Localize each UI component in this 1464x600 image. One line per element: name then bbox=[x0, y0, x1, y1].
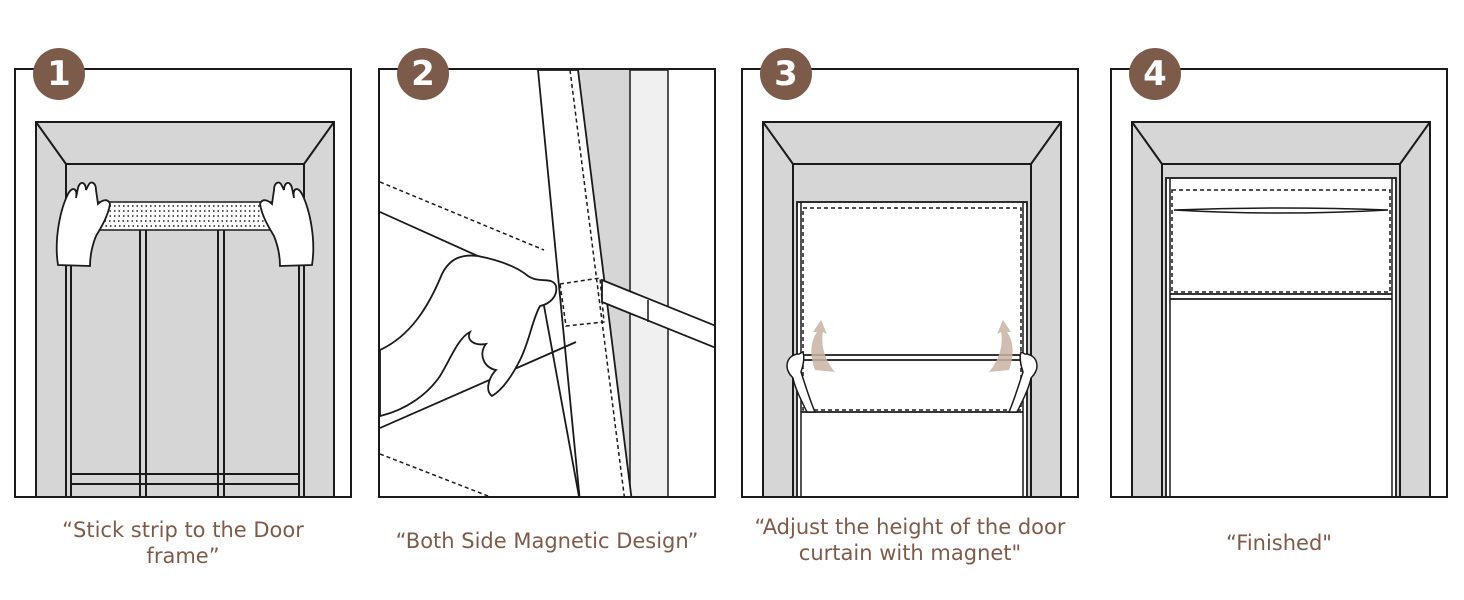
left-hand-icon bbox=[786, 350, 817, 413]
step-3-panel bbox=[741, 68, 1079, 498]
step-2-caption-line-1: “Both Side Magnetic Design” bbox=[395, 529, 699, 553]
hand-icon bbox=[380, 254, 558, 417]
step-1-caption-line-1: “Stick strip to the Door bbox=[62, 518, 304, 542]
step-3-caption-line-1: “Adjust the height of the door bbox=[754, 515, 1066, 539]
step-2-panel bbox=[378, 68, 716, 498]
step-3-illustration bbox=[762, 121, 1062, 496]
lift-arrow-left-icon bbox=[811, 320, 835, 372]
step-1-panel bbox=[14, 68, 352, 498]
step-2-badge: 2 bbox=[397, 48, 449, 100]
step-4-caption-line-1: “Finished" bbox=[1226, 531, 1332, 555]
step-4-panel bbox=[1110, 68, 1448, 498]
step-3-caption-line-2: curtain with magnet" bbox=[798, 541, 1022, 565]
right-hand-icon bbox=[259, 181, 315, 267]
left-hand-icon bbox=[55, 181, 111, 267]
right-hand-icon bbox=[1007, 350, 1038, 413]
step-1-caption-line-2: frame” bbox=[146, 544, 220, 568]
step-1-illustration bbox=[35, 121, 335, 496]
lift-arrow-right-icon bbox=[989, 320, 1013, 372]
step-1-badge: 1 bbox=[33, 48, 85, 100]
step-1-caption: “Stick strip to the Door frame” bbox=[14, 517, 352, 569]
step-3-caption: “Adjust the height of the door curtain w… bbox=[741, 514, 1079, 566]
step-4-caption: “Finished" bbox=[1110, 530, 1448, 556]
step-2-illustration bbox=[380, 70, 714, 496]
magnetic-bar bbox=[601, 278, 714, 349]
step-2-caption: “Both Side Magnetic Design” bbox=[378, 528, 716, 554]
adhesive-strip bbox=[87, 201, 285, 231]
step-3-badge: 3 bbox=[760, 48, 812, 100]
step-4-badge: 4 bbox=[1129, 48, 1181, 100]
step-4-illustration bbox=[1131, 121, 1431, 496]
